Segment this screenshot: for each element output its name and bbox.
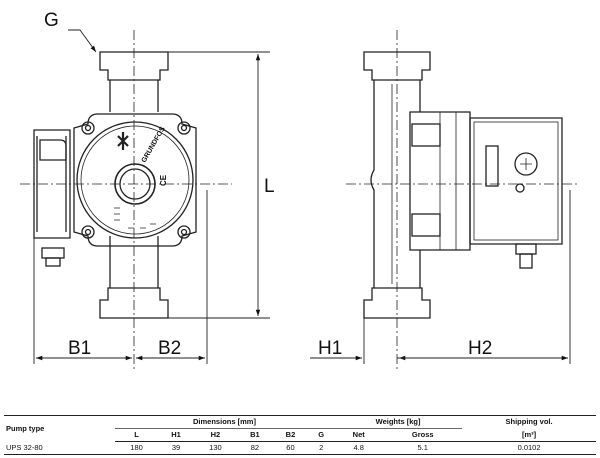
brand-label: GRUNDFOS xyxy=(141,126,167,164)
table-row: UPS 32-80 180 39 130 82 60 2 4.8 5.1 0.0… xyxy=(4,441,596,455)
side-bottom-flange xyxy=(363,287,431,319)
bolt-bottom-left xyxy=(81,225,95,239)
terminal-box xyxy=(33,129,71,239)
g-cell: 2 xyxy=(308,441,335,455)
side-view xyxy=(363,51,563,319)
table-header-row-1: Pump type Dimensions [mm] Weights [kg] S… xyxy=(4,415,596,442)
col-gross: Gross xyxy=(383,428,463,442)
bolt-bottom-right xyxy=(177,225,191,239)
side-terminal-box xyxy=(469,117,563,245)
l-label: L xyxy=(264,176,275,197)
technical-drawing: GRUNDFOS CE xyxy=(20,10,580,372)
h2-label: H2 xyxy=(468,338,492,359)
col-b2: B2 xyxy=(272,428,309,442)
side-top-flange xyxy=(363,51,431,81)
col-g: G xyxy=(308,428,335,442)
pump-type-header: Pump type xyxy=(4,415,115,442)
col-h2: H2 xyxy=(193,428,238,442)
h1-cell: 39 xyxy=(158,441,194,455)
bolt-top-right xyxy=(177,121,191,135)
front-bottom-flange xyxy=(99,287,169,319)
col-h1: H1 xyxy=(158,428,194,442)
col-b1: B1 xyxy=(237,428,273,442)
dimensions-header: Dimensions [mm] xyxy=(114,415,335,429)
weights-header: Weights [kg] xyxy=(334,415,463,429)
g-leader xyxy=(68,29,97,53)
h2-cell: 130 xyxy=(193,441,238,455)
grundfos-logo-icon xyxy=(117,132,129,150)
shipping-header: Shipping vol. xyxy=(462,415,596,429)
b2-label: B2 xyxy=(158,338,181,359)
b2-cell: 60 xyxy=(272,441,309,455)
speed-indicator xyxy=(485,145,499,187)
pump-housing xyxy=(73,113,197,247)
bolt-top-left xyxy=(81,121,95,135)
g-label: G xyxy=(44,10,59,31)
col-net: Net xyxy=(334,428,384,442)
gross-cell: 5.1 xyxy=(383,441,463,455)
b1-label: B1 xyxy=(68,338,91,359)
front-top-flange xyxy=(99,51,169,81)
pump-type-cell: UPS 32-80 xyxy=(4,441,115,455)
center-lines xyxy=(20,30,580,372)
h1-label: H1 xyxy=(318,338,342,359)
spec-table: Pump type Dimensions [mm] Weights [kg] S… xyxy=(4,415,596,455)
ce-mark: CE xyxy=(159,174,168,186)
col-l: L xyxy=(114,428,159,442)
speed-selector-knob xyxy=(514,152,538,176)
shipping-cell: 0.0102 xyxy=(462,441,596,455)
l-cell: 180 xyxy=(114,441,159,455)
motor-housing xyxy=(409,111,471,251)
net-cell: 4.8 xyxy=(334,441,384,455)
shipping-unit: [m³] xyxy=(462,428,596,442)
front-view xyxy=(33,51,197,319)
b1-cell: 82 xyxy=(237,441,273,455)
table-header-row-2: L H1 H2 B1 B2 G Net Gross [m³] xyxy=(4,428,596,442)
dimension-lines xyxy=(33,29,571,364)
